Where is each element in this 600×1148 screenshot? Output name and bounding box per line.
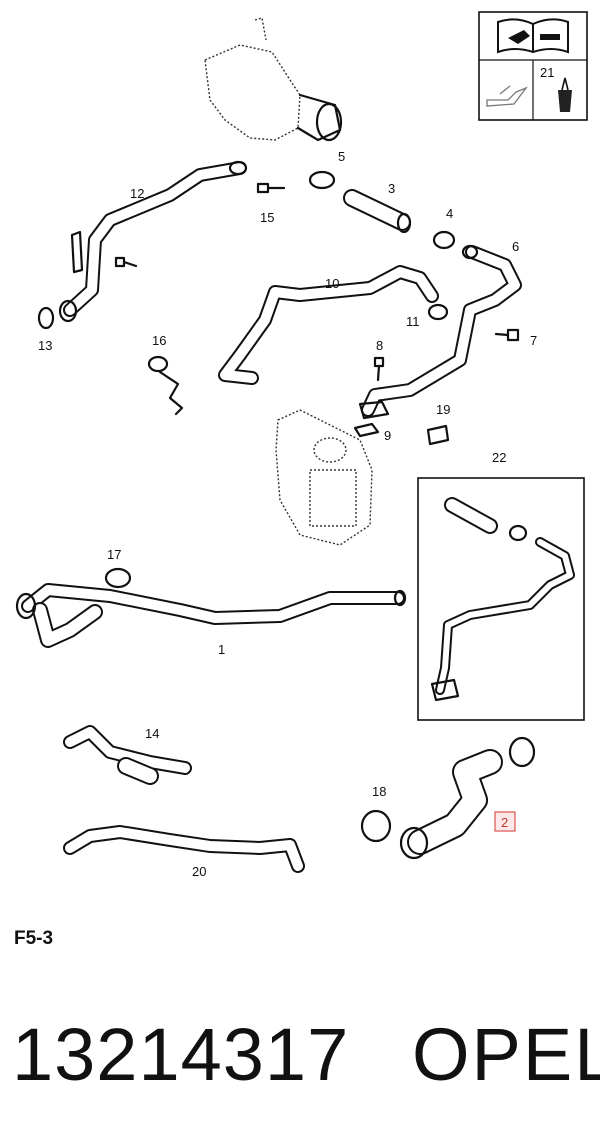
oil-cooler xyxy=(275,409,373,546)
oil-can-icon xyxy=(486,85,528,107)
part-10-hose xyxy=(218,265,439,385)
callout-4: 4 xyxy=(446,206,453,221)
part-16-bracket xyxy=(147,355,184,416)
callout-19: 19 xyxy=(436,402,450,417)
parts-diagram: 1 2 3 4 5 6 7 8 9 10 11 12 13 14 15 16 1… xyxy=(15,11,588,879)
part-1-pipe xyxy=(15,583,407,648)
callout-10: 10 xyxy=(325,276,339,291)
callout-11: 11 xyxy=(406,314,420,329)
part-14-hose xyxy=(63,725,192,785)
legend-box xyxy=(478,11,588,121)
part-19-bracket xyxy=(426,424,450,446)
part-15-bolt xyxy=(256,182,286,194)
brand-name: OPEL xyxy=(412,1013,600,1096)
callout-13: 13 xyxy=(38,338,52,353)
callout-5: 5 xyxy=(338,149,345,164)
callout-15: 15 xyxy=(260,210,274,225)
part-12-pipe xyxy=(58,160,248,323)
callout-6: 6 xyxy=(512,239,519,254)
part-6-pipe xyxy=(358,244,522,420)
part-17-clamp xyxy=(104,567,132,589)
callout-7: 7 xyxy=(530,333,537,348)
part-11-clamp xyxy=(427,303,449,321)
callout-12: 12 xyxy=(130,186,144,201)
callout-16: 16 xyxy=(152,333,166,348)
part-4-clamp xyxy=(432,230,456,250)
sealant-tube-icon xyxy=(558,77,572,112)
callout-20: 20 xyxy=(192,864,206,879)
part-7-bolt xyxy=(494,328,520,342)
callout-22: 22 xyxy=(492,450,506,465)
callout-1: 1 xyxy=(218,642,225,657)
part-18-clamp xyxy=(360,809,392,843)
callout-2-highlight xyxy=(494,811,516,832)
part-8-bolt xyxy=(373,356,385,382)
part-5-clamp xyxy=(308,170,336,190)
part-13-o-ring xyxy=(37,306,55,330)
clamp-right xyxy=(508,736,536,768)
part-22-kit-box xyxy=(417,477,585,721)
thermostat-housing xyxy=(204,17,343,142)
manual-book-icon xyxy=(497,18,569,54)
callout-21: 21 xyxy=(540,65,554,80)
part-9-gasket xyxy=(353,422,380,438)
part-number: 13214317 xyxy=(12,1013,350,1096)
bolt-small xyxy=(114,256,138,268)
callout-2: 2 xyxy=(501,815,508,830)
part-20-hose xyxy=(63,825,305,873)
callout-3: 3 xyxy=(388,181,395,196)
callout-9: 9 xyxy=(384,428,391,443)
callout-18: 18 xyxy=(372,784,386,799)
callout-8: 8 xyxy=(376,338,383,353)
callout-17: 17 xyxy=(107,547,121,562)
section-code: F5-3 xyxy=(14,928,54,949)
part-3-hose xyxy=(343,189,412,234)
callout-14: 14 xyxy=(145,726,159,741)
part-2-hose xyxy=(399,749,503,860)
